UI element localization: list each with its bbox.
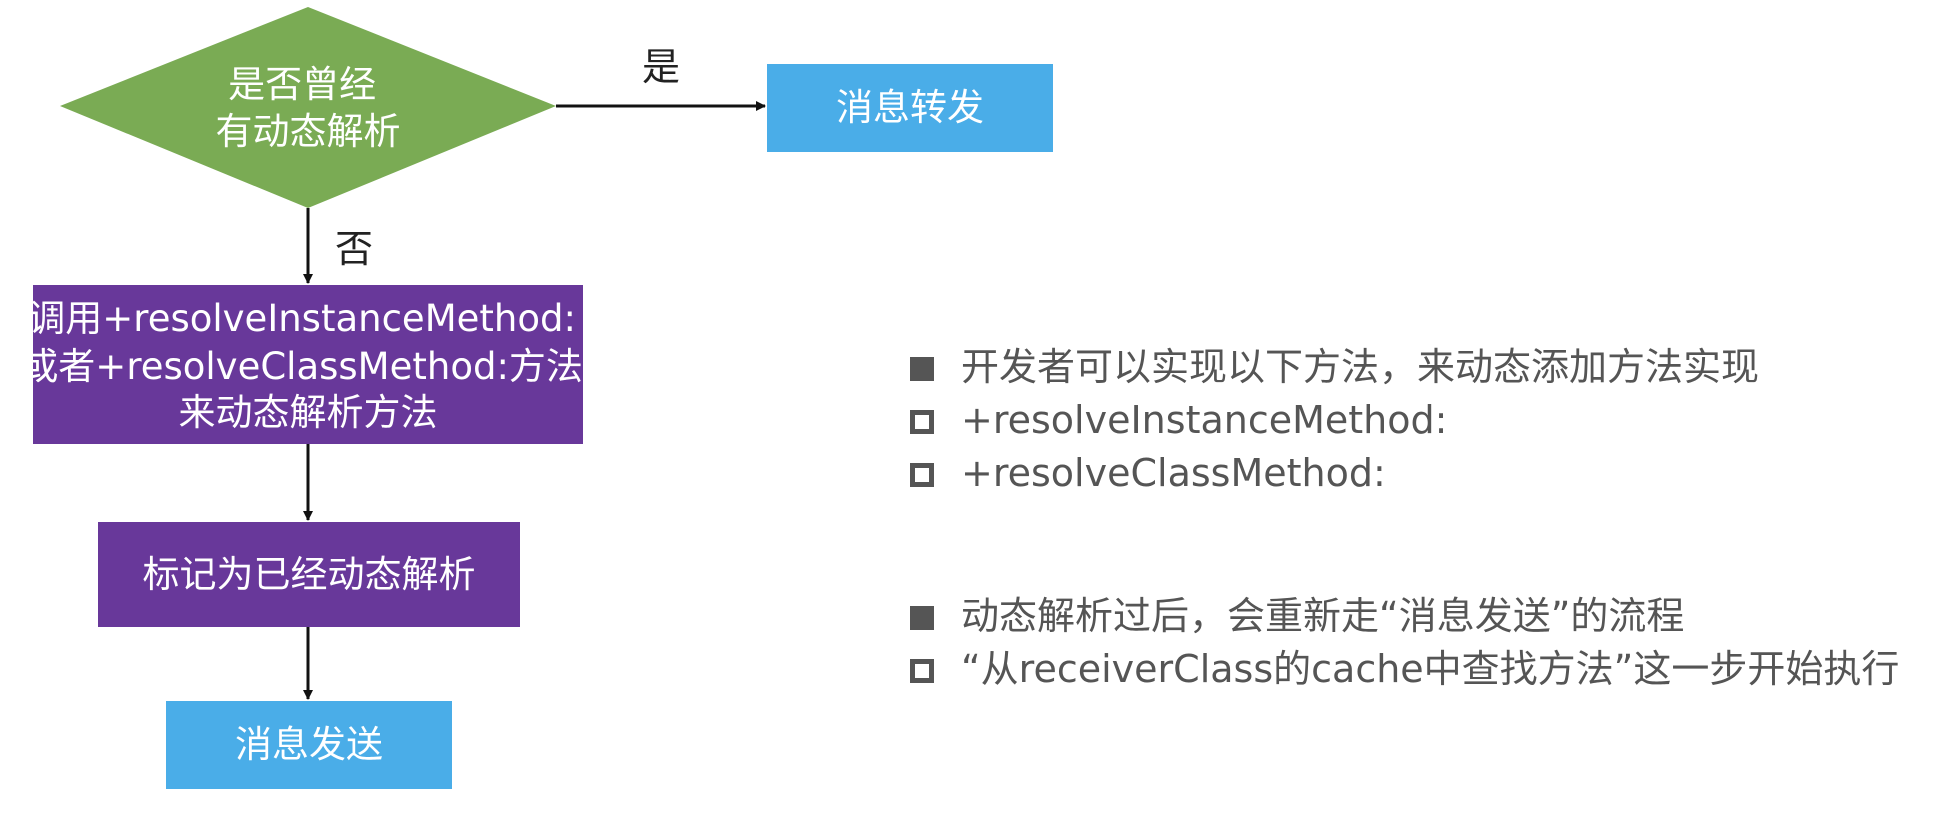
decision-node: 是否曾经 有动态解析 [60, 7, 556, 208]
no-edge-label: 否 [335, 227, 373, 271]
send-box [166, 701, 452, 789]
forward-label: 消息转发 [836, 86, 984, 129]
notes-block-dynamic-methods: 开发者可以实现以下方法，来动态添加方法实现 +resolveInstanceMe… [908, 341, 1759, 500]
hollow-square-bullet-icon [910, 659, 934, 683]
notes-block-after-resolve: 动态解析过后，会重新走“消息发送”的流程 “从receiverClass的cac… [908, 590, 1899, 696]
resolve-label-line-2: 或者+resolveClassMethod:方法 [21, 345, 583, 388]
hollow-square-bullet-icon [910, 410, 934, 434]
note-item: +resolveClassMethod: [908, 447, 1759, 500]
mark-box [98, 522, 520, 627]
note-item: +resolveInstanceMethod: [908, 394, 1759, 447]
forward-box [767, 64, 1053, 152]
resolve-label: 调用+resolveInstanceMethod: 或者+resolveClas… [21, 297, 594, 434]
note-item-text: +resolveClassMethod: [961, 451, 1386, 495]
mark-label: 标记为已经动态解析 [143, 553, 476, 596]
resolve-label-line-1: 调用+resolveInstanceMethod: [28, 297, 576, 340]
note-item-text: “从receiverClass的cache中查找方法”这一步开始执行 [961, 647, 1900, 691]
resolve-label-line-3: 来动态解析方法 [179, 391, 438, 434]
note-item: “从receiverClass的cache中查找方法”这一步开始执行 [908, 643, 1899, 696]
resolve-box [33, 285, 583, 444]
mark-node: 标记为已经动态解析 [98, 522, 520, 627]
decision-shape [60, 7, 556, 208]
forward-node: 消息转发 [767, 64, 1053, 152]
note-heading: 动态解析过后，会重新走“消息发送”的流程 [908, 590, 1899, 643]
yes-edge-label: 是 [642, 45, 680, 89]
note-heading: 开发者可以实现以下方法，来动态添加方法实现 [908, 341, 1759, 394]
note-item-text: +resolveInstanceMethod: [961, 398, 1448, 442]
note-heading-text: 开发者可以实现以下方法，来动态添加方法实现 [961, 345, 1760, 389]
decision-label-line-1: 是否曾经 [228, 63, 376, 106]
hollow-square-bullet-icon [910, 463, 934, 487]
decision-label: 是否曾经 有动态解析 [216, 63, 401, 153]
filled-square-bullet-icon [910, 357, 934, 381]
filled-square-bullet-icon [910, 606, 934, 630]
resolve-node: 调用+resolveInstanceMethod: 或者+resolveClas… [21, 285, 594, 444]
send-node: 消息发送 [166, 701, 452, 789]
decision-label-line-2: 有动态解析 [216, 110, 401, 153]
send-label: 消息发送 [235, 723, 383, 766]
note-heading-text: 动态解析过后，会重新走“消息发送”的流程 [961, 594, 1685, 638]
